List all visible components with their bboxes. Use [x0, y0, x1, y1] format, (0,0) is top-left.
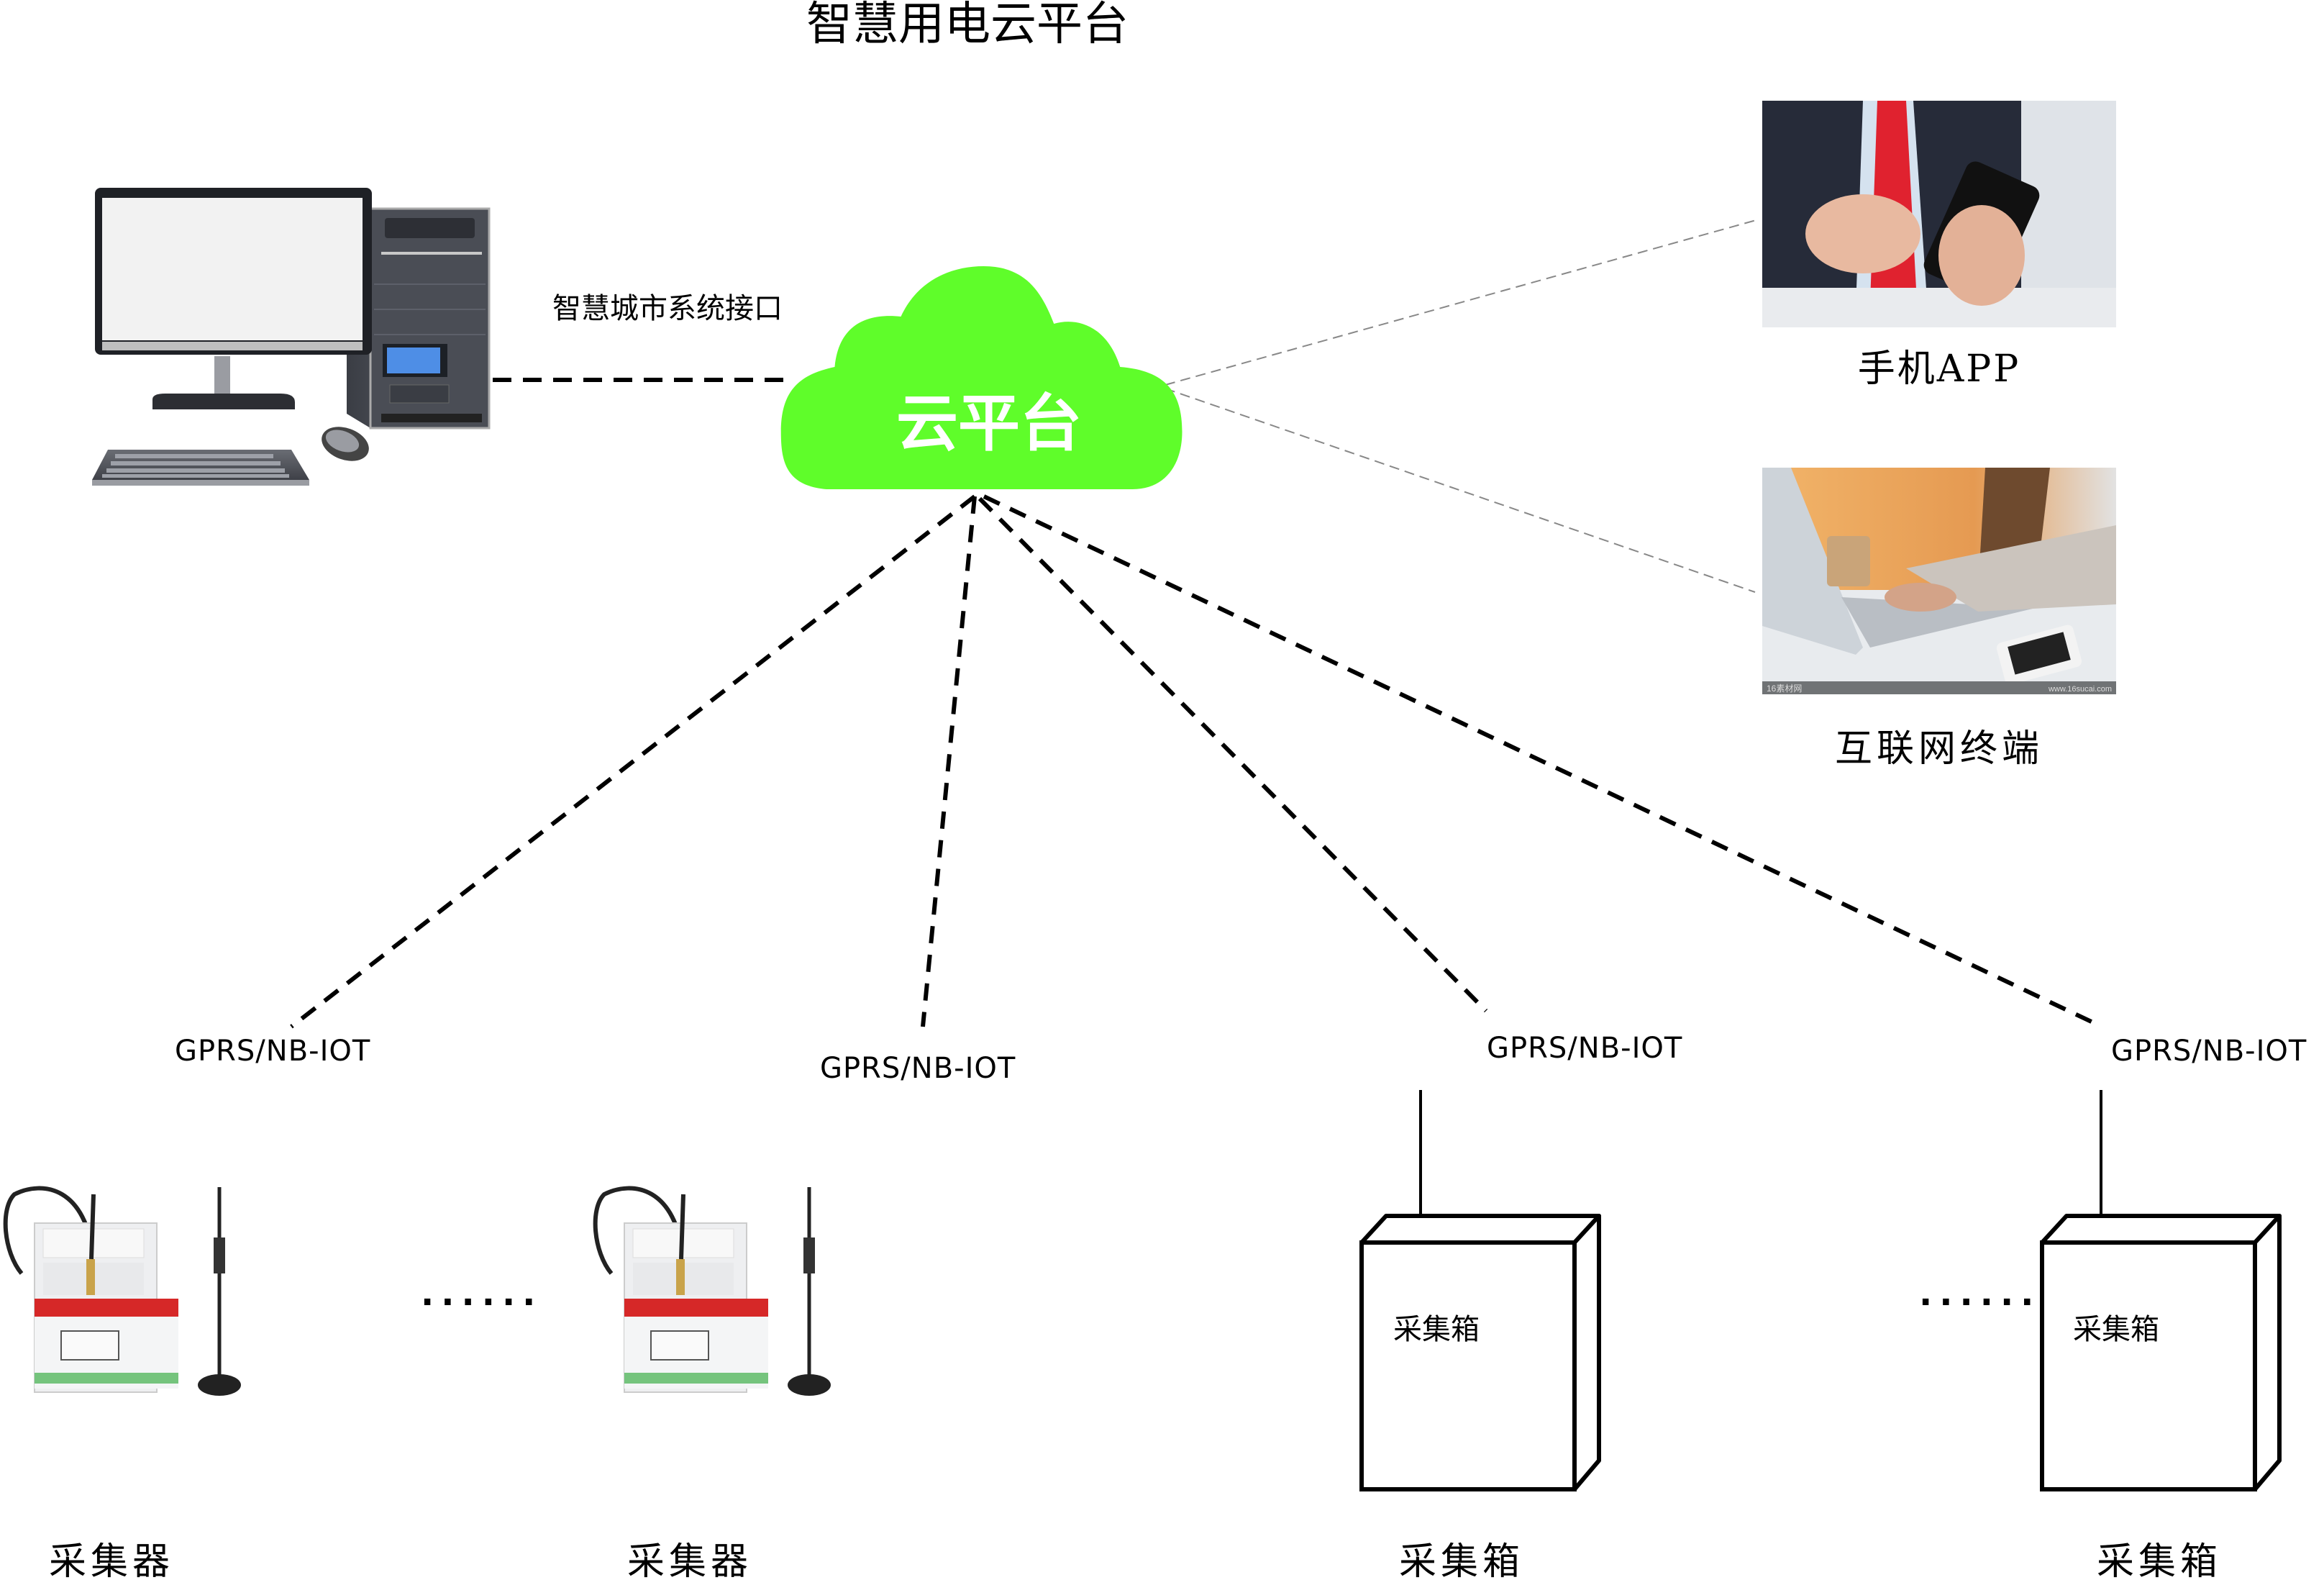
collection-box-icon-2: [2040, 1090, 2282, 1491]
collector-device-icon-1: [3, 1186, 241, 1396]
watermark-right: www.16sucai.com: [2048, 685, 2112, 694]
box-inner-label-1: 采集箱: [1393, 1313, 1480, 1346]
cloud-box2-link: [983, 494, 2100, 1027]
cloud-phone-link: [1165, 219, 1759, 386]
mobile-app-photo: [1762, 101, 2116, 327]
cloud-laptop-link: [1165, 388, 1756, 593]
link-label-box-1: GPRS/NB-IOT: [1487, 1032, 1683, 1065]
box-ellipsis: ......: [1919, 1273, 2041, 1314]
box-label-1: 采集箱: [1399, 1540, 1525, 1584]
link-label-box-2: GPRS/NB-IOT: [2111, 1035, 2307, 1068]
mobile-app-label: 手机APP: [1857, 348, 2021, 391]
collector-label-1: 采集器: [49, 1540, 175, 1584]
collection-box-icon-1: [1359, 1090, 1601, 1491]
desktop-computer-icon: [92, 188, 491, 486]
collector-ellipsis: ......: [421, 1273, 543, 1314]
cloud-collector1-link: [290, 494, 976, 1029]
internet-terminal-photo: 16素材网 www.16sucai.com: [1762, 468, 2116, 694]
collector-device-icon-2: [593, 1186, 831, 1396]
cloud-collector2-link: [921, 496, 977, 1027]
cloud-box1-link: [978, 496, 1488, 1013]
cloud-platform-label: 云平台: [896, 388, 1082, 460]
link-label-collector-2: GPRS/NB-IOT: [820, 1052, 1016, 1085]
diagram-title: 智慧用电云平台: [806, 0, 1129, 51]
internet-terminal-label: 互联网终端: [1834, 727, 2043, 771]
box-label-2: 采集箱: [2097, 1540, 2223, 1584]
link-label-collector-1: GPRS/NB-IOT: [175, 1035, 371, 1068]
collector-label-2: 采集器: [627, 1540, 753, 1584]
cloud-platform-icon: [780, 266, 1182, 489]
watermark-left: 16素材网: [1767, 683, 1802, 694]
cloud-shape: [780, 266, 1182, 489]
box-inner-label-2: 采集箱: [2073, 1313, 2159, 1346]
pc-interface-label: 智慧城市系统接口: [552, 292, 783, 325]
